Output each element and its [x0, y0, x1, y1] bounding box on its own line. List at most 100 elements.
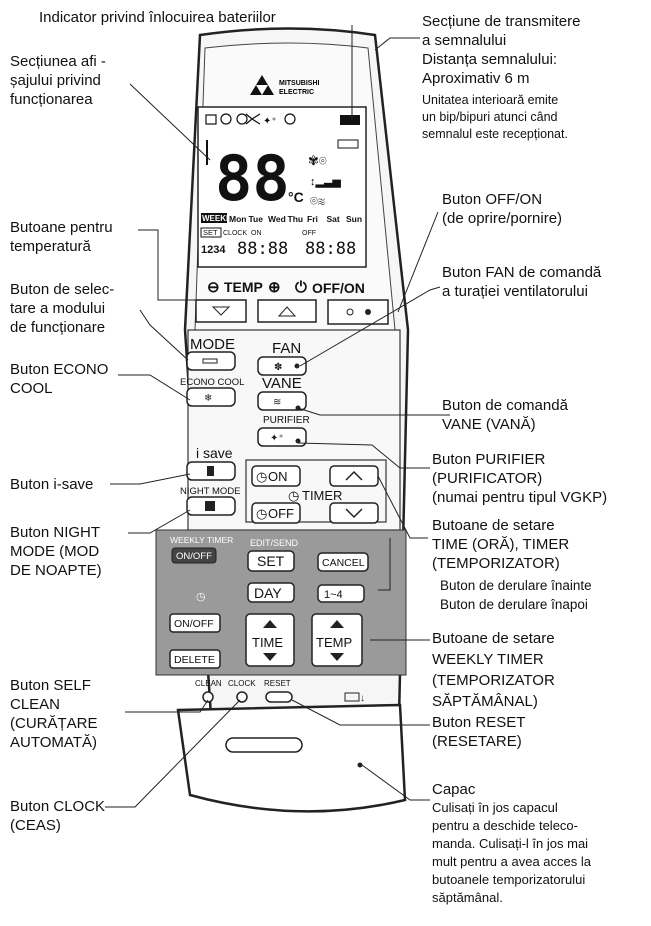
day-button[interactable]: DAY [247, 582, 295, 603]
lcd-day-fri: Fri [307, 214, 318, 224]
day-label: DAY [254, 585, 282, 601]
lcd-set-label: SET [203, 228, 218, 237]
clock-button[interactable] [236, 691, 248, 703]
lcd-day-sun: Sun [346, 214, 362, 224]
fan-label: FAN [272, 340, 301, 357]
lcd-temp-unit: °C [288, 189, 304, 205]
clock-icon: ◷ [256, 506, 267, 521]
time-button[interactable]: TIME [245, 613, 295, 667]
temp-minus-icon: ⊖ [207, 279, 220, 296]
vane-button[interactable]: ≋ [257, 391, 307, 411]
scroll-down-button[interactable] [329, 502, 379, 524]
timer-clock-icon: ◷ [288, 488, 299, 503]
vane-icon: ⌾≋ [310, 193, 325, 208]
lcd-weekly-label: WEEKLY [202, 214, 236, 223]
temp-up-button[interactable] [257, 299, 317, 323]
label-cover-title: Capac [432, 781, 476, 798]
purifier-icon: ✦⁺ [270, 433, 284, 444]
lcd-day-sat: Sat [327, 214, 340, 224]
lcd-day-wed: Wed [268, 214, 286, 224]
weekly-clock-icon: ◷ [196, 591, 206, 603]
lcd-time-1: 88:88 [237, 239, 288, 259]
lcd-temp-digits: 88 [215, 142, 290, 215]
set-label: SET [257, 553, 285, 569]
temp-plus-icon: ⊕ [268, 279, 281, 296]
edit-send-label: EDIT/SEND [250, 538, 299, 548]
reset-button[interactable] [265, 691, 293, 703]
lcd-off-label: OFF [302, 230, 316, 237]
timer-off-button[interactable]: ◷ OFF [251, 502, 301, 524]
power-icon: ⏻ [295, 279, 307, 296]
isave-button[interactable] [186, 461, 236, 481]
clean-button[interactable] [202, 691, 214, 703]
weekly-timer-label: WEEKLY TIMER [170, 535, 233, 545]
delete-label: DELETE [174, 654, 215, 666]
weekly-onoff2-label: ON/OFF [174, 618, 214, 630]
sparkle-icon: ✦⁺ [263, 116, 277, 127]
purifier-icon [284, 113, 296, 125]
lcd-day-tue: Tue [249, 214, 264, 224]
offon-button[interactable] [327, 299, 389, 325]
label-display-section: Secțiunea afi - șajului privind funcțion… [10, 53, 106, 108]
label-isave-button: Buton i-save [10, 476, 94, 493]
set-button[interactable]: SET [247, 550, 295, 572]
weekly-onoff-button[interactable]: ON/OFF [171, 547, 217, 564]
econo-cool-button[interactable]: ❄ [186, 387, 236, 407]
purifier-label: PURIFIER [263, 415, 310, 426]
cancel-button[interactable]: CANCEL [317, 552, 369, 572]
fan-icon: ✽ [274, 362, 282, 373]
vane-icon: ≋ [273, 397, 281, 408]
temp-down-button[interactable] [195, 299, 247, 323]
weekly-onoff-label: ON/OFF [176, 551, 212, 562]
night-mode-label: NIGHT MODE [180, 486, 241, 497]
weekly-onoff2-button[interactable]: ON/OFF [169, 613, 221, 633]
battery-icon: ↓ [344, 692, 365, 704]
label-temp-buttons: Butoane pentru temperatură [10, 219, 113, 255]
label-fan-button: Buton FAN de comandă a turației ventilat… [442, 264, 602, 300]
night-mode-button[interactable] [186, 496, 236, 516]
label-transmit-section: Secțiune de transmitere a semnalului Dis… [422, 13, 581, 87]
econo-cool-icon: ❄ [204, 393, 212, 404]
brand-name-line2: ELECTRIC [279, 89, 314, 96]
timer-on-button[interactable]: ◷ ON [251, 465, 301, 487]
label-battery-indicator: Indicator privind înlocuirea bateriilor [39, 9, 276, 26]
timer-label: TIMER [302, 488, 342, 503]
temp-label: TEMP [224, 279, 263, 295]
signal-bars-icon: ↕▂▃▅ [310, 176, 341, 188]
offon-label: OFF/ON [312, 280, 365, 296]
mitsubishi-logo: MITSUBISHI ELECTRIC [250, 75, 320, 96]
label-offon-button: Buton OFF/ON (de oprire/pornire) [442, 191, 563, 227]
timer-off-label: OFF [268, 506, 294, 521]
mode-button[interactable] [186, 351, 236, 371]
purifier-button[interactable]: ✦⁺ [257, 427, 307, 447]
label-transmit-note: Unitatea interioară emite un bip/bipuri … [422, 93, 568, 141]
timer-on-label: ON [268, 469, 288, 484]
label-clock-button: Buton CLOCK (CEAS) [10, 798, 106, 834]
econo-cool-label: ECONO COOL [180, 377, 244, 388]
isave-label: i save [196, 445, 233, 461]
brand-name-line1: MITSUBISHI [279, 80, 320, 87]
cancel-label: CANCEL [322, 557, 365, 569]
fan-mode-icon [245, 113, 261, 125]
clock-icon: ◷ [256, 469, 267, 484]
delete-button[interactable]: DELETE [169, 649, 221, 669]
cover-grip [225, 737, 303, 753]
label-night-button: Buton NIGHT MODE (MOD DE NOAPTE) [10, 524, 102, 579]
fan-button[interactable]: ✽ [257, 356, 307, 376]
clean-label: CLEAN [195, 679, 222, 688]
vane-label: VANE [262, 375, 302, 392]
auto-mode-icon [205, 114, 217, 125]
label-time-timer-buttons: Butoane de setare TIME (ORĂ), TIMER (TEM… [432, 517, 570, 572]
program-range-button[interactable]: 1~4 [317, 584, 365, 603]
heat-mode-icon [236, 113, 248, 125]
label-vane-button: Buton de comandă VANE (VANĂ) [442, 397, 568, 433]
label-self-clean: Buton SELF CLEAN (CURĂȚARE AUTOMATĂ) [10, 677, 98, 751]
label-econo-button: Buton ECONO COOL [10, 361, 109, 397]
clock-label: CLOCK [228, 679, 256, 688]
weekly-temp-button[interactable]: TEMP [311, 613, 363, 667]
weekly-temp-label: TEMP [316, 635, 352, 650]
